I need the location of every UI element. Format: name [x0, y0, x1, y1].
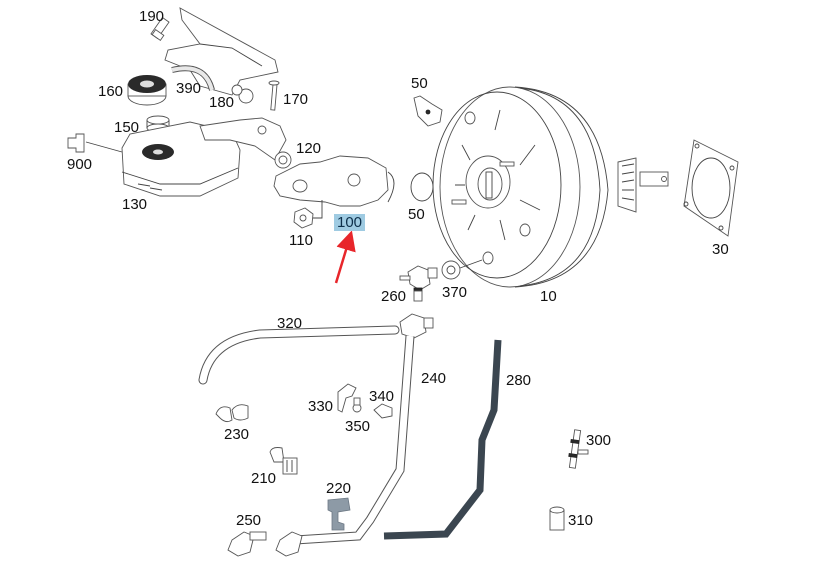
- label-160[interactable]: 160: [98, 83, 124, 100]
- part-250-line[interactable]: [294, 335, 415, 545]
- label-230[interactable]: 230: [224, 426, 250, 443]
- label-320[interactable]: 320: [277, 315, 303, 332]
- part-180-pin[interactable]: [268, 80, 280, 111]
- part-280-check-valve[interactable]: [399, 265, 438, 302]
- part-120-nut[interactable]: [293, 200, 323, 229]
- label-180[interactable]: 170: [283, 91, 309, 108]
- part-310-sleeve[interactable]: [549, 506, 565, 531]
- part-900-plug[interactable]: [67, 133, 123, 153]
- part-240-holder[interactable]: [327, 497, 351, 531]
- label-370[interactable]: 370: [442, 284, 468, 301]
- part-370-grommet[interactable]: [441, 259, 483, 280]
- part-150-reservoir[interactable]: [121, 121, 241, 197]
- label-330[interactable]: 330: [308, 398, 334, 415]
- label-110[interactable]: 50: [408, 206, 425, 223]
- label-390[interactable]: 390: [176, 80, 202, 97]
- part-reservoir-ports: [199, 117, 287, 161]
- label-170[interactable]: 150: [114, 119, 140, 136]
- part-50-sensor[interactable]: [413, 95, 443, 127]
- part-110-o-ring[interactable]: [410, 172, 434, 202]
- label-50[interactable]: 50: [411, 75, 428, 92]
- part-100-master-cylinder[interactable]: [273, 155, 395, 207]
- part-300-t-connector[interactable]: [568, 429, 589, 469]
- part-340-clip[interactable]: [373, 403, 393, 419]
- part-320-hose[interactable]: [198, 325, 400, 385]
- label-250[interactable]: 240: [421, 370, 447, 387]
- part-160-cap[interactable]: [127, 75, 167, 106]
- part-250-connector: [399, 313, 434, 339]
- part-250-elbow: [275, 531, 303, 557]
- part-10-brake-booster[interactable]: [432, 86, 609, 288]
- part-350-screw[interactable]: [352, 397, 362, 413]
- label-340[interactable]: 340: [369, 388, 395, 405]
- label-130[interactable]: 120: [296, 140, 322, 157]
- highlight-arrow: [334, 230, 356, 284]
- label-350[interactable]: 350: [345, 418, 371, 435]
- part-220-clip[interactable]: [269, 447, 298, 475]
- part-260-connector[interactable]: [227, 531, 267, 557]
- label-260[interactable]: 250: [236, 512, 262, 529]
- label-290[interactable]: 280: [506, 372, 532, 389]
- part-30-gasket[interactable]: [683, 139, 739, 237]
- label-30[interactable]: 30: [712, 241, 729, 258]
- part-130-seal[interactable]: [274, 151, 292, 169]
- part-190-grommet[interactable]: [231, 84, 254, 104]
- part-bracket-cover: [164, 7, 279, 96]
- label-120[interactable]: 110: [289, 232, 313, 249]
- label-300[interactable]: 300: [586, 432, 612, 449]
- label-100[interactable]: 100: [334, 214, 366, 231]
- label-220[interactable]: 210: [251, 470, 277, 487]
- part-230-clip[interactable]: [215, 404, 249, 423]
- label-280[interactable]: 260: [381, 288, 407, 305]
- part-290-hose[interactable]: [383, 339, 502, 540]
- label-240[interactable]: 220: [326, 480, 352, 497]
- label-150[interactable]: 130: [122, 196, 148, 213]
- part-10-push-rod: [617, 157, 669, 213]
- label-310[interactable]: 310: [568, 512, 594, 529]
- part-210-bolt[interactable]: [150, 16, 170, 41]
- label-900[interactable]: 900: [67, 156, 93, 173]
- label-210[interactable]: 190: [139, 8, 165, 25]
- part-330-bracket[interactable]: [337, 383, 357, 413]
- label-10[interactable]: 10: [540, 288, 557, 305]
- label-190[interactable]: 180: [209, 94, 235, 111]
